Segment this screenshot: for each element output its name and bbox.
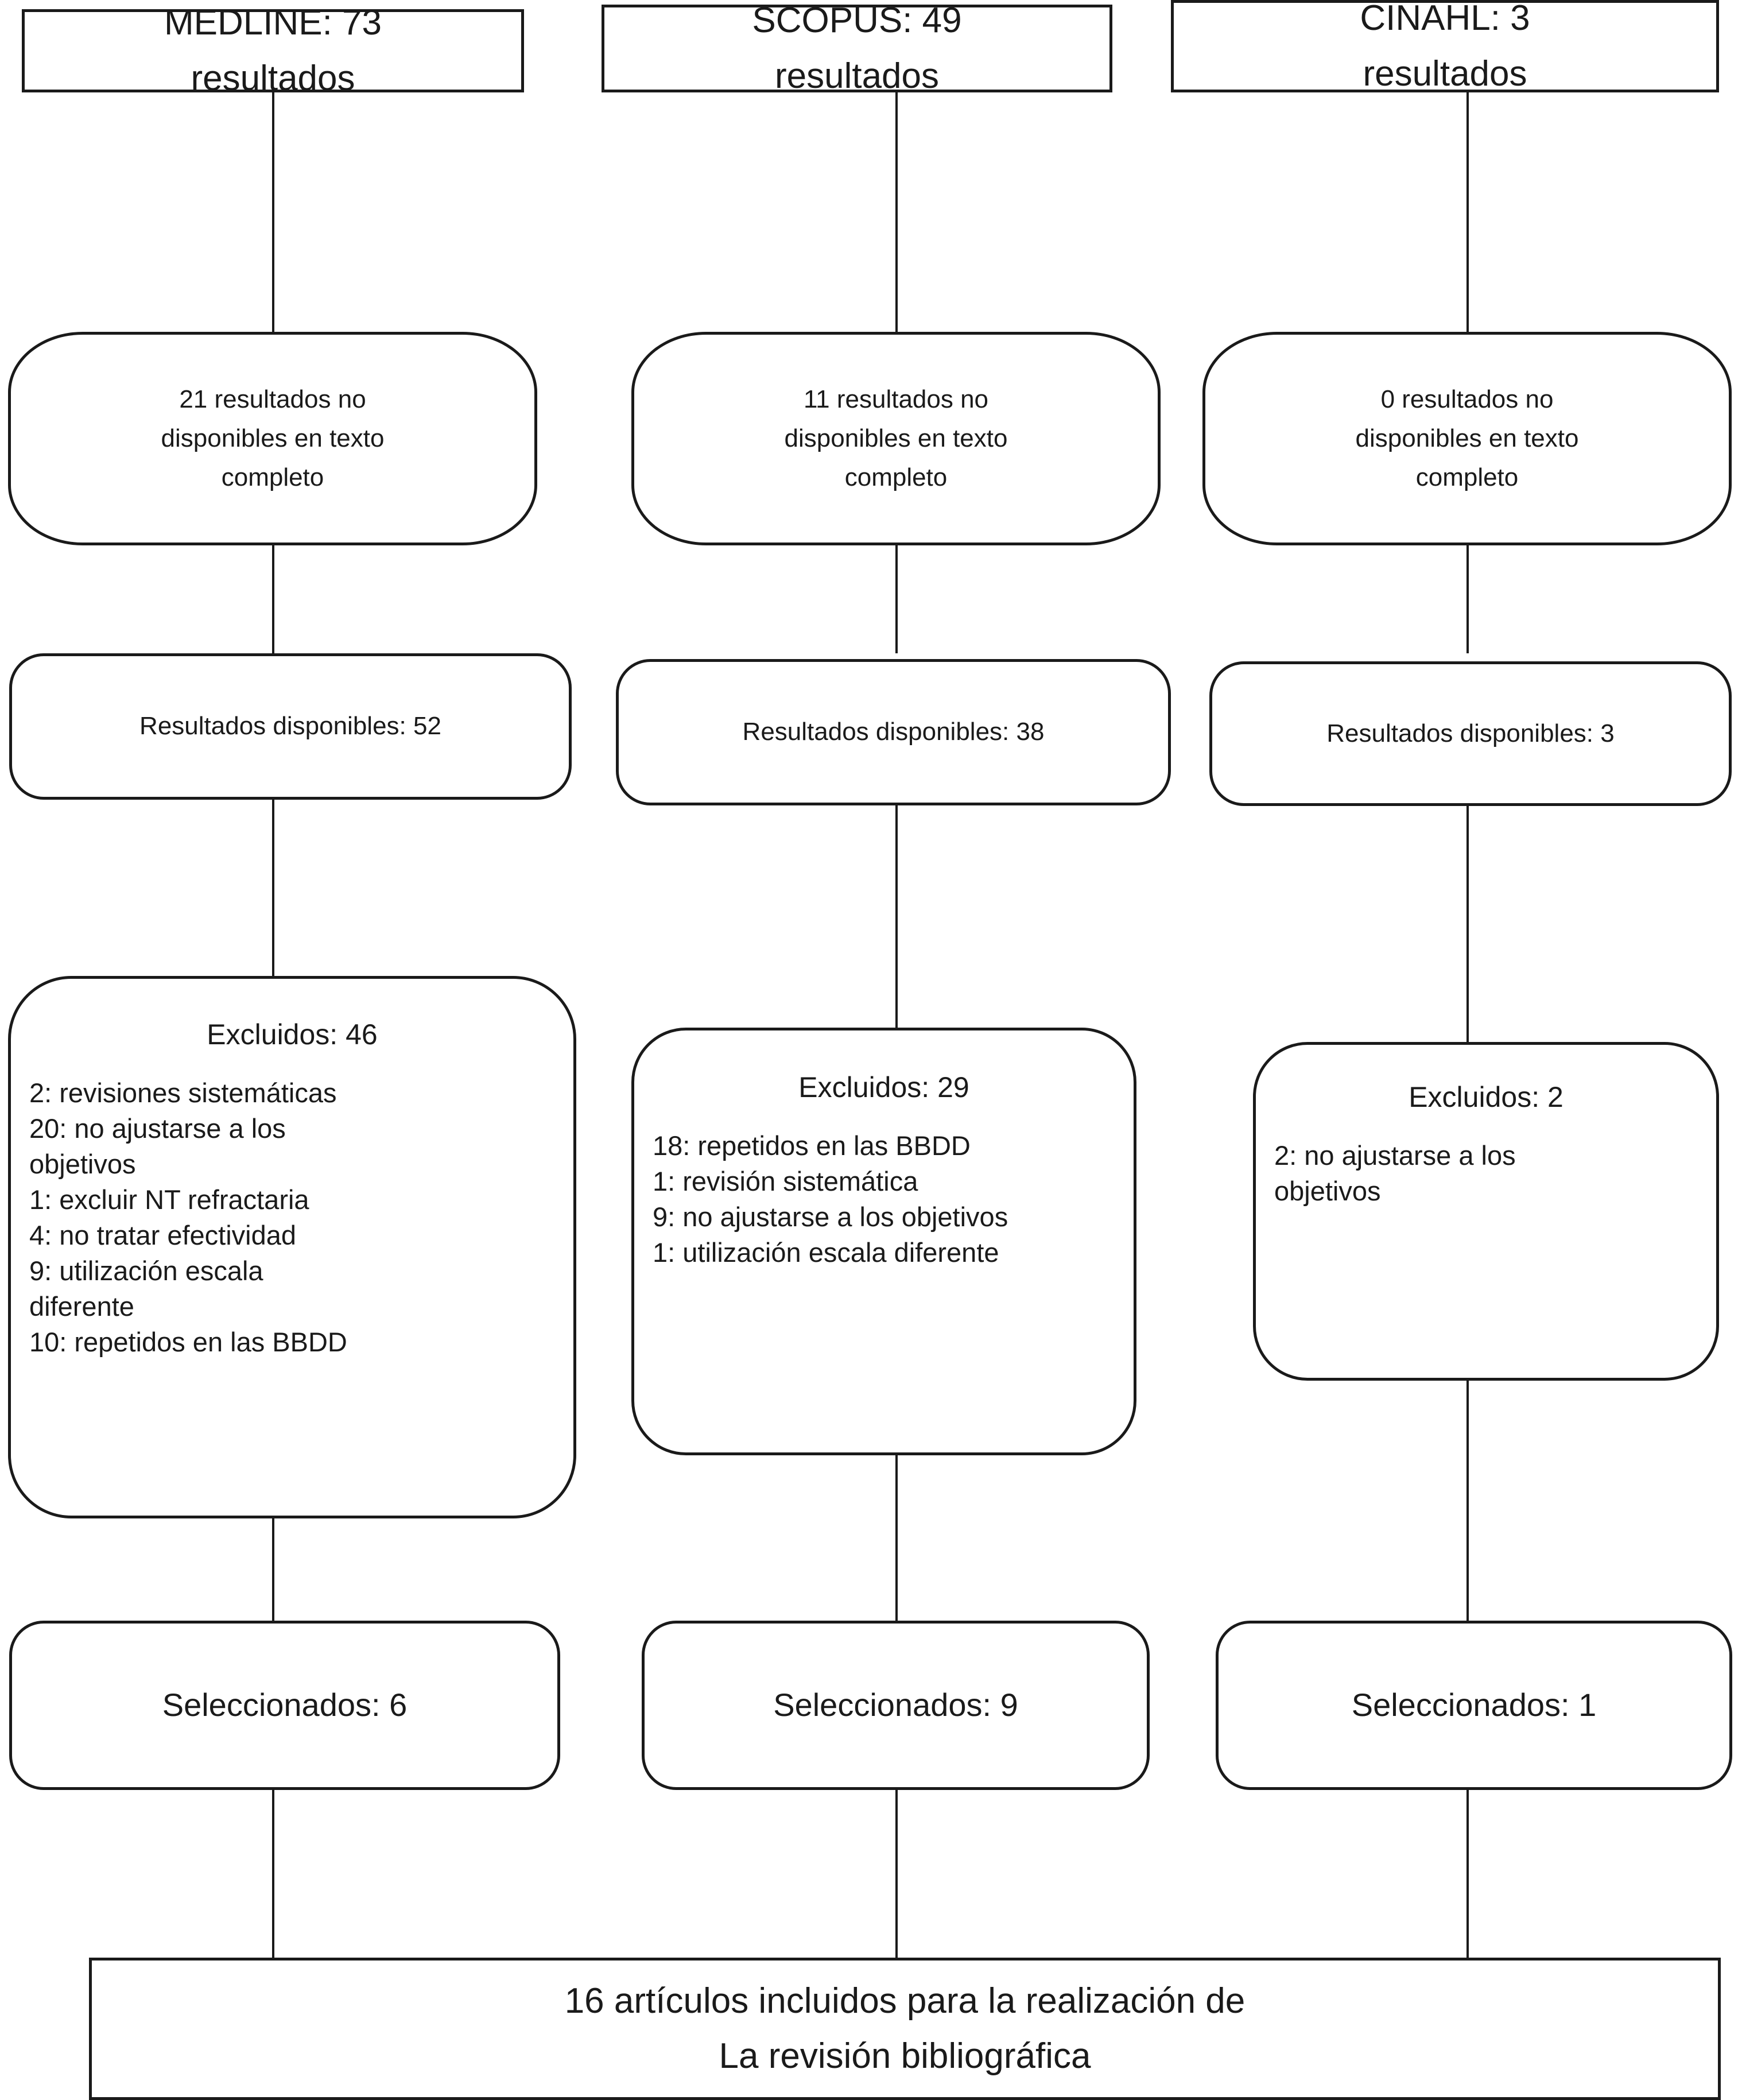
connector-medline-source-to-notavailable — [272, 91, 274, 332]
excluded-medline-reasons: 2: revisiones sistemáticas 20: no ajusta… — [29, 1078, 347, 1358]
node-final-included[interactable]: 16 artículos incluidos para la realizaci… — [89, 1958, 1721, 2100]
excluded-medline-heading: Excluidos: 46 — [207, 1018, 378, 1051]
excluded-cinahl-reasons: 2: no ajustarse a los objetivos — [1274, 1140, 1516, 1207]
connector-scopus-source-to-notavailable — [895, 91, 898, 332]
connector-medline-notavailable-to-available — [272, 544, 274, 653]
notavailable-cinahl-line2: disponibles en texto — [1355, 424, 1579, 452]
source-medline-line2: resultados — [191, 58, 355, 98]
connector-cinahl-available-to-excluded — [1466, 798, 1469, 1042]
notavailable-medline-line2: disponibles en texto — [161, 424, 385, 452]
connector-scopus-excluded-to-selected — [895, 1452, 898, 1622]
node-available-medline[interactable]: Resultados disponibles: 52 — [9, 653, 572, 800]
final-line1: 16 artículos incluidos para la realizaci… — [564, 1981, 1246, 2021]
excluded-cinahl-heading: Excluidos: 2 — [1409, 1081, 1563, 1113]
node-selected-cinahl[interactable]: Seleccionados: 1 — [1216, 1621, 1732, 1790]
excluded-scopus-spacer — [634, 1104, 1134, 1128]
connector-scopus-notavailable-to-available — [895, 544, 898, 653]
node-source-cinahl[interactable]: CINAHL: 3 resultados — [1171, 0, 1719, 94]
notavailable-cinahl-line1: 0 resultados no — [1380, 385, 1554, 413]
connector-cinahl-notavailable-to-available — [1466, 544, 1469, 653]
connector-scopus-available-to-excluded — [895, 798, 898, 1028]
notavailable-scopus-line1: 11 resultados no — [803, 385, 989, 413]
notavailable-medline-line1: 21 resultados no — [179, 385, 366, 413]
node-excluded-medline[interactable]: Excluidos: 46 2: revisiones sistemáticas… — [8, 976, 576, 1518]
source-cinahl-line2: resultados — [1363, 53, 1527, 94]
connector-medline-selected-to-final — [272, 1788, 274, 1960]
node-notavailable-medline[interactable]: 21 resultados no disponibles en texto co… — [8, 332, 537, 545]
excluded-scopus-reasons: 18: repetidos en las BBDD 1: revisión si… — [653, 1130, 1008, 1268]
node-excluded-scopus[interactable]: Excluidos: 29 18: repetidos en las BBDD … — [631, 1028, 1136, 1455]
notavailable-scopus-line2: disponibles en texto — [784, 424, 1008, 452]
excluded-scopus-heading: Excluidos: 29 — [798, 1071, 969, 1103]
available-medline-label: Resultados disponibles: 52 — [139, 712, 441, 741]
selected-medline-label: Seleccionados: 6 — [162, 1687, 408, 1723]
node-excluded-cinahl[interactable]: Excluidos: 2 2: no ajustarse a los objet… — [1253, 1042, 1719, 1381]
selected-cinahl-label: Seleccionados: 1 — [1351, 1687, 1597, 1723]
excluded-medline-spacer — [11, 1051, 573, 1075]
node-selected-medline[interactable]: Seleccionados: 6 — [9, 1621, 560, 1790]
connector-medline-excluded-to-selected — [272, 1516, 274, 1622]
excluded-cinahl-spacer — [1256, 1114, 1716, 1138]
notavailable-cinahl-line3: completo — [1415, 463, 1519, 492]
node-source-scopus[interactable]: SCOPUS: 49 resultados — [602, 1, 1112, 96]
node-notavailable-cinahl[interactable]: 0 resultados no disponibles en texto com… — [1202, 332, 1732, 545]
connector-scopus-selected-to-final — [895, 1788, 898, 1960]
connector-cinahl-excluded-to-selected — [1466, 1378, 1469, 1622]
final-line2: La revisión bibliográfica — [719, 2036, 1091, 2076]
notavailable-medline-line3: completo — [221, 463, 324, 492]
connector-cinahl-selected-to-final — [1466, 1788, 1469, 1960]
source-scopus-line2: resultados — [774, 56, 940, 96]
node-available-scopus[interactable]: Resultados disponibles: 38 — [616, 659, 1171, 805]
node-source-medline[interactable]: MEDLINE: 73 resultados — [22, 3, 524, 98]
selected-scopus-label: Seleccionados: 9 — [773, 1687, 1018, 1723]
available-scopus-label: Resultados disponibles: 38 — [742, 718, 1045, 746]
connector-cinahl-source-to-notavailable — [1466, 91, 1469, 332]
available-cinahl-label: Resultados disponibles: 3 — [1326, 719, 1615, 747]
source-medline-line1: MEDLINE: 73 — [164, 3, 382, 43]
source-scopus-line1: SCOPUS: 49 — [752, 1, 962, 41]
connector-medline-available-to-excluded — [272, 798, 274, 976]
node-available-cinahl[interactable]: Resultados disponibles: 3 — [1209, 661, 1732, 806]
notavailable-scopus-line3: completo — [844, 463, 948, 492]
node-notavailable-scopus[interactable]: 11 resultados no disponibles en texto co… — [631, 332, 1161, 545]
node-selected-scopus[interactable]: Seleccionados: 9 — [642, 1621, 1150, 1790]
source-cinahl-line1: CINAHL: 3 — [1360, 0, 1530, 38]
